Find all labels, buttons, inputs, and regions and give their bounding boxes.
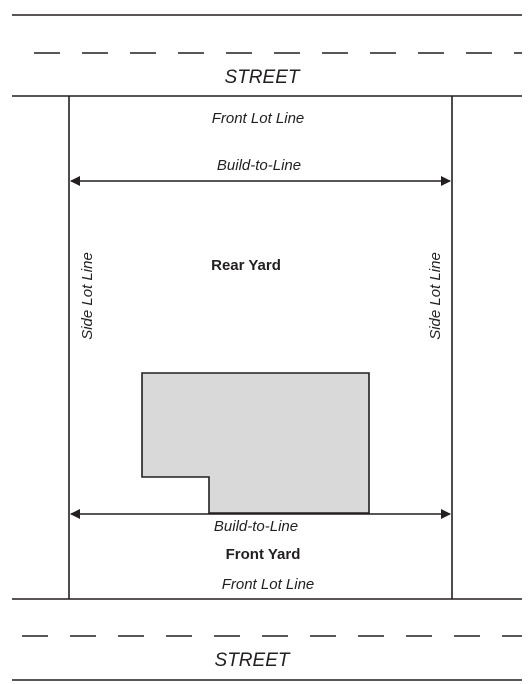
build-to-line-top-label: Build-to-Line	[217, 157, 301, 174]
front-yard-label: Front Yard	[226, 546, 301, 563]
bottom-street-label: STREET	[215, 650, 291, 671]
front-lot-line-top-label: Front Lot Line	[212, 110, 305, 127]
side-lot-line-left-label: Side Lot Line	[79, 252, 96, 340]
rear-yard-label: Rear Yard	[211, 257, 281, 274]
top-street-label: STREET	[225, 67, 301, 88]
front-lot-line-bottom-label: Front Lot Line	[222, 576, 315, 593]
build-to-line-bottom-label: Build-to-Line	[214, 518, 298, 535]
building-footprint	[141, 372, 370, 514]
side-lot-line-right-label: Side Lot Line	[427, 252, 444, 340]
